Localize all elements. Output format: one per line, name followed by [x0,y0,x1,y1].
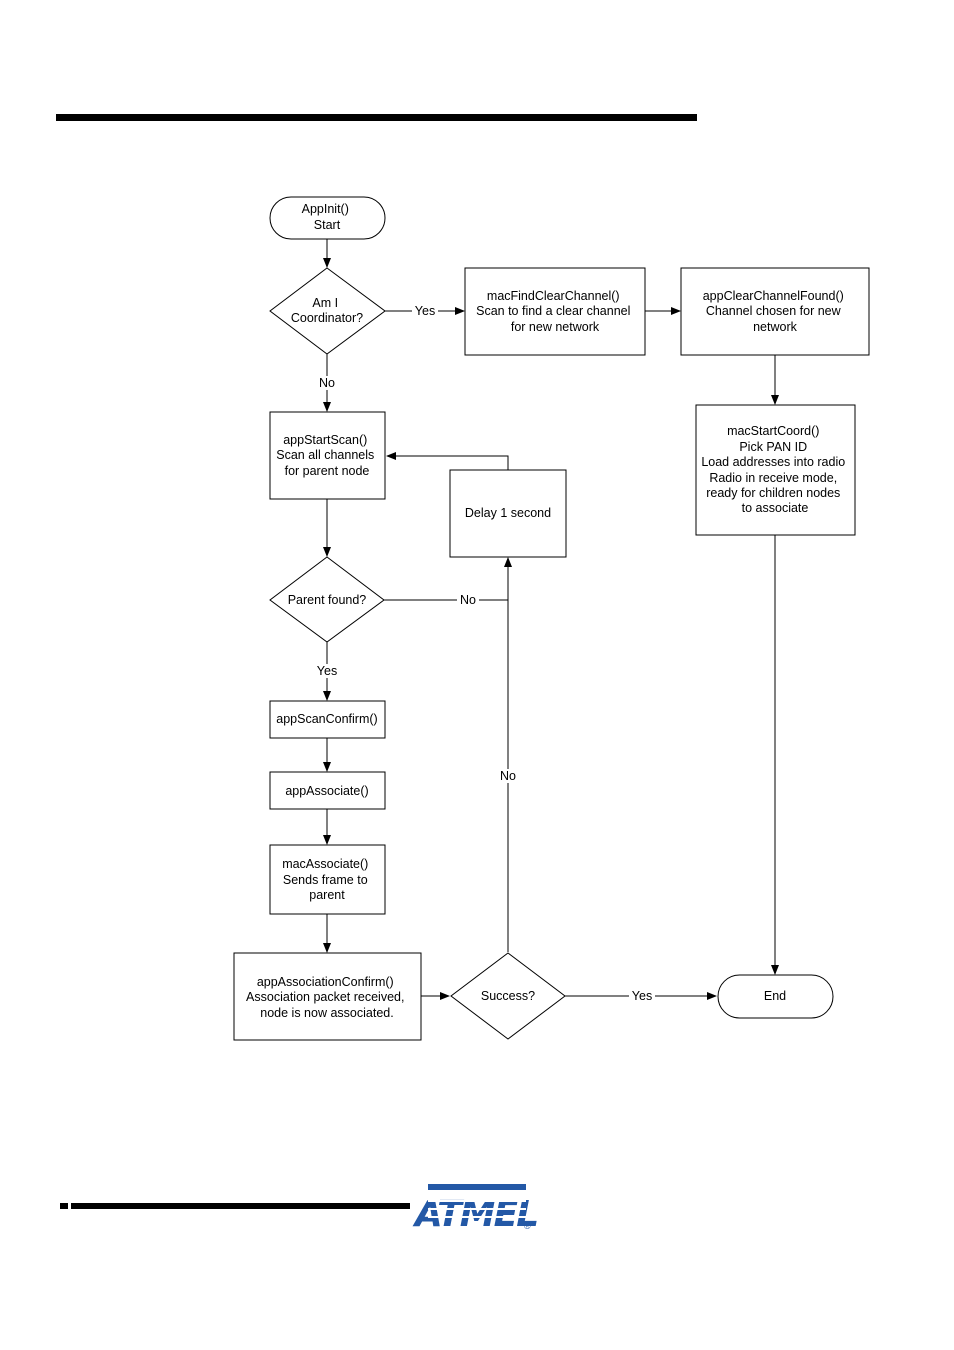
process-start-scan [269,411,386,500]
terminator-end [717,974,834,1019]
node-text: appAssociate() [285,784,368,798]
decision-am-coordinator [269,267,386,355]
edge-label-success-no: No [500,769,516,783]
node-labels: AppInit() Start Am I Coordinator? macFin… [246,202,848,1020]
process-delay [449,469,567,558]
connectors [323,239,779,1000]
edge-delay-to-scan [386,452,509,470]
atmel-logo: ATMEL ® [412,1184,539,1235]
node-text: appStartScan() Scan all channels for par… [276,433,377,478]
process-associate [269,771,386,810]
node-text: Success? [481,989,535,1003]
footer-rule [60,1203,410,1209]
edge-label-parent-no: No [460,593,476,607]
shapes [233,196,870,1041]
terminator-start [269,196,386,240]
node-text: Parent found? [288,593,367,607]
node-text: Am I Coordinator? [291,296,363,325]
node-text: Delay 1 second [465,506,551,520]
node-text: AppInit() Start [302,202,353,232]
node-text: appClearChannelFound() Channel chosen fo… [703,289,848,334]
process-mac-associate [269,844,386,915]
node-text: macStartCoord() Pick PAN ID Load address… [701,424,848,515]
decision-success [450,952,566,1040]
process-clear-channel-found [680,267,870,356]
node-text: appScanConfirm() [276,712,377,726]
decision-parent-found [269,556,385,643]
footer-rule-notch [68,1201,71,1211]
process-start-coord [695,404,856,536]
process-find-clear-channel [464,267,646,356]
header-rule [56,114,697,121]
edge-label-parent-yes: Yes [317,664,337,678]
node-text: macAssociate() Sends frame to parent [282,857,372,902]
edge-label-success-yes: Yes [632,989,652,1003]
node-text: appAssociationConfirm() Association pack… [246,975,408,1020]
edge-label-coord-no: No [319,376,335,390]
node-text: macFindClearChannel() Scan to find a cle… [476,289,634,334]
edge-label-coord-yes: Yes [415,304,435,318]
node-text: End [764,989,786,1003]
process-association-confirm [233,952,422,1041]
process-scan-confirm [269,700,386,739]
edge-labels: Yes No No Yes No Yes [314,304,655,1003]
registered-mark: ® [524,1221,531,1231]
